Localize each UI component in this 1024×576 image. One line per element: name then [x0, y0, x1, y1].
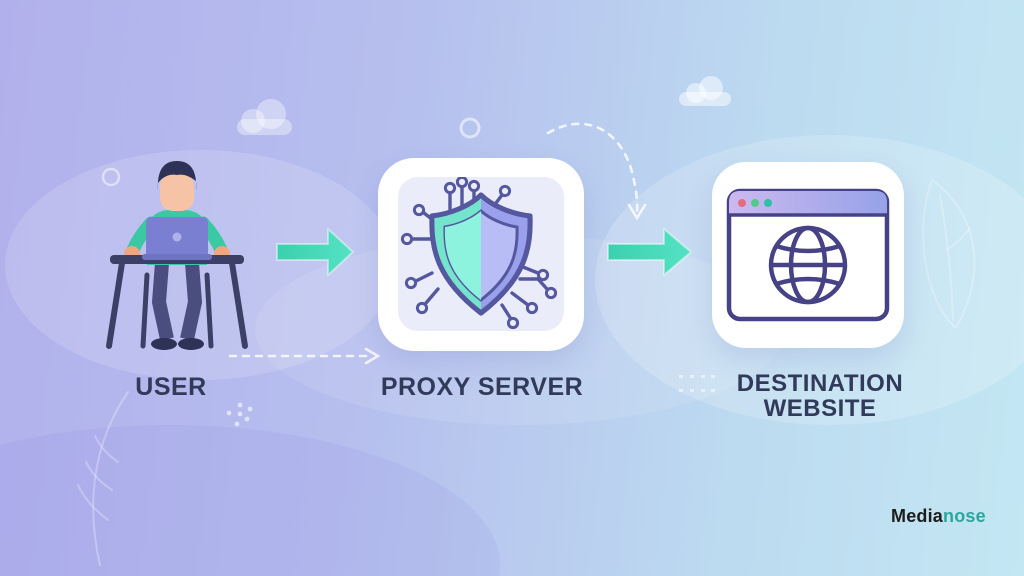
proxy-server-label: PROXY SERVER [380, 373, 584, 401]
shield-circuit-icon [400, 175, 558, 330]
browser-dot-teal [764, 199, 772, 207]
browser-dot-red [738, 199, 746, 207]
dots-decor [226, 402, 253, 427]
cloud-icon [679, 76, 731, 106]
cloud-icon [237, 99, 292, 135]
proxy-server-card [378, 158, 584, 351]
destination-website-card [712, 162, 904, 348]
destination-website-label: DESTINATION WEBSITE [736, 370, 904, 423]
user-at-desk-icon [106, 161, 248, 350]
logo-part-nose: nose [943, 506, 986, 526]
browser-globe-icon [726, 188, 890, 322]
flow-arrow-icon [276, 228, 354, 276]
dashed-arrow [228, 347, 381, 365]
leaf-decor [922, 178, 976, 330]
dashed-curved-arrow [546, 122, 647, 221]
flow-arrow-icon [607, 228, 692, 276]
ring-decor [459, 117, 481, 139]
globe-icon [768, 225, 848, 305]
medianose-logo: Medianose [891, 506, 986, 527]
user-label: USER [135, 373, 207, 401]
proxy-server-panel [398, 175, 564, 331]
ring-decor [101, 167, 121, 187]
dots-decor [679, 375, 715, 392]
logo-part-media: Media [891, 506, 944, 526]
browser-dot-green [751, 199, 759, 207]
leaf-decor [77, 391, 129, 566]
